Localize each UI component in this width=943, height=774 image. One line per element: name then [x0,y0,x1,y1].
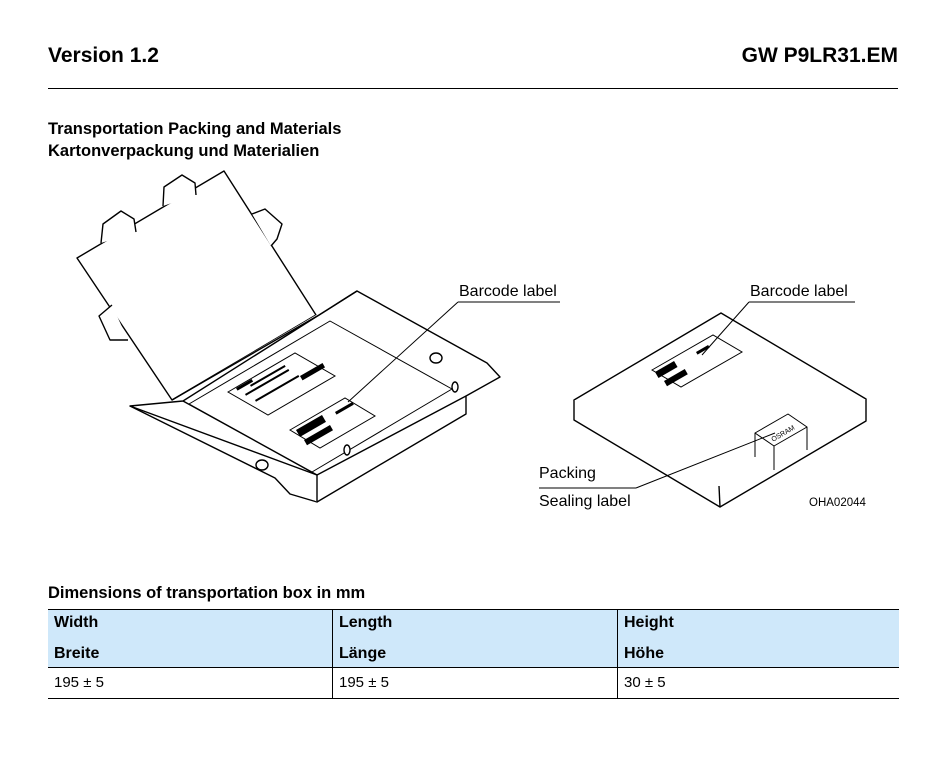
open-box-drawing [76,170,501,503]
section-title-de: Kartonverpackung und Materialien [48,142,320,160]
column-header-en: Length [339,614,393,631]
column-header-en: Height [624,614,674,631]
closed-box-drawing [573,312,867,508]
packing-leader [539,432,776,489]
length-value: 195 ± 5 [332,667,618,699]
section-title-en: Transportation Packing and Materials [48,120,342,138]
table-row: 195 ± 5 195 ± 5 30 ± 5 [48,667,899,699]
dimensions-header-row: Width Breite Length Länge Height Höhe [48,609,899,668]
packing-label: Packing [539,465,596,482]
barcode-leader-left [347,301,560,403]
column-header-de: Höhe [624,645,664,662]
column-header-de: Breite [54,645,100,662]
header-divider [48,88,898,89]
sealing-label: Sealing label [539,493,631,510]
closed-box-label [651,334,743,388]
column-header-length: Length Länge [332,609,618,668]
barcode-label-right: Barcode label [750,283,848,300]
column-header-width: Width Breite [48,609,333,668]
column-header-de: Länge [339,645,387,662]
width-value: 195 ± 5 [54,674,104,691]
part-number: GW P9LR31.EM [741,44,898,67]
packing-illustration: Barcode label OSRAM Barcode label Packin… [76,170,867,510]
dimensions-title: Dimensions of transportation box in mm [48,584,366,602]
box-content-labels [227,352,376,449]
barcode-leader-right [701,301,855,356]
height-value: 30 ± 5 [617,667,899,699]
barcode-label-left: Barcode label [459,283,557,300]
column-header-en: Width [54,614,99,631]
drawing-code: OHA02044 [809,497,867,509]
document-version: Version 1.2 [48,44,159,67]
section-title: Transportation Packing and Materials Kar… [48,118,341,162]
column-header-height: Height Höhe [617,609,899,668]
dimensions-table: Width Breite Length Länge Height Höhe 19… [48,609,899,699]
